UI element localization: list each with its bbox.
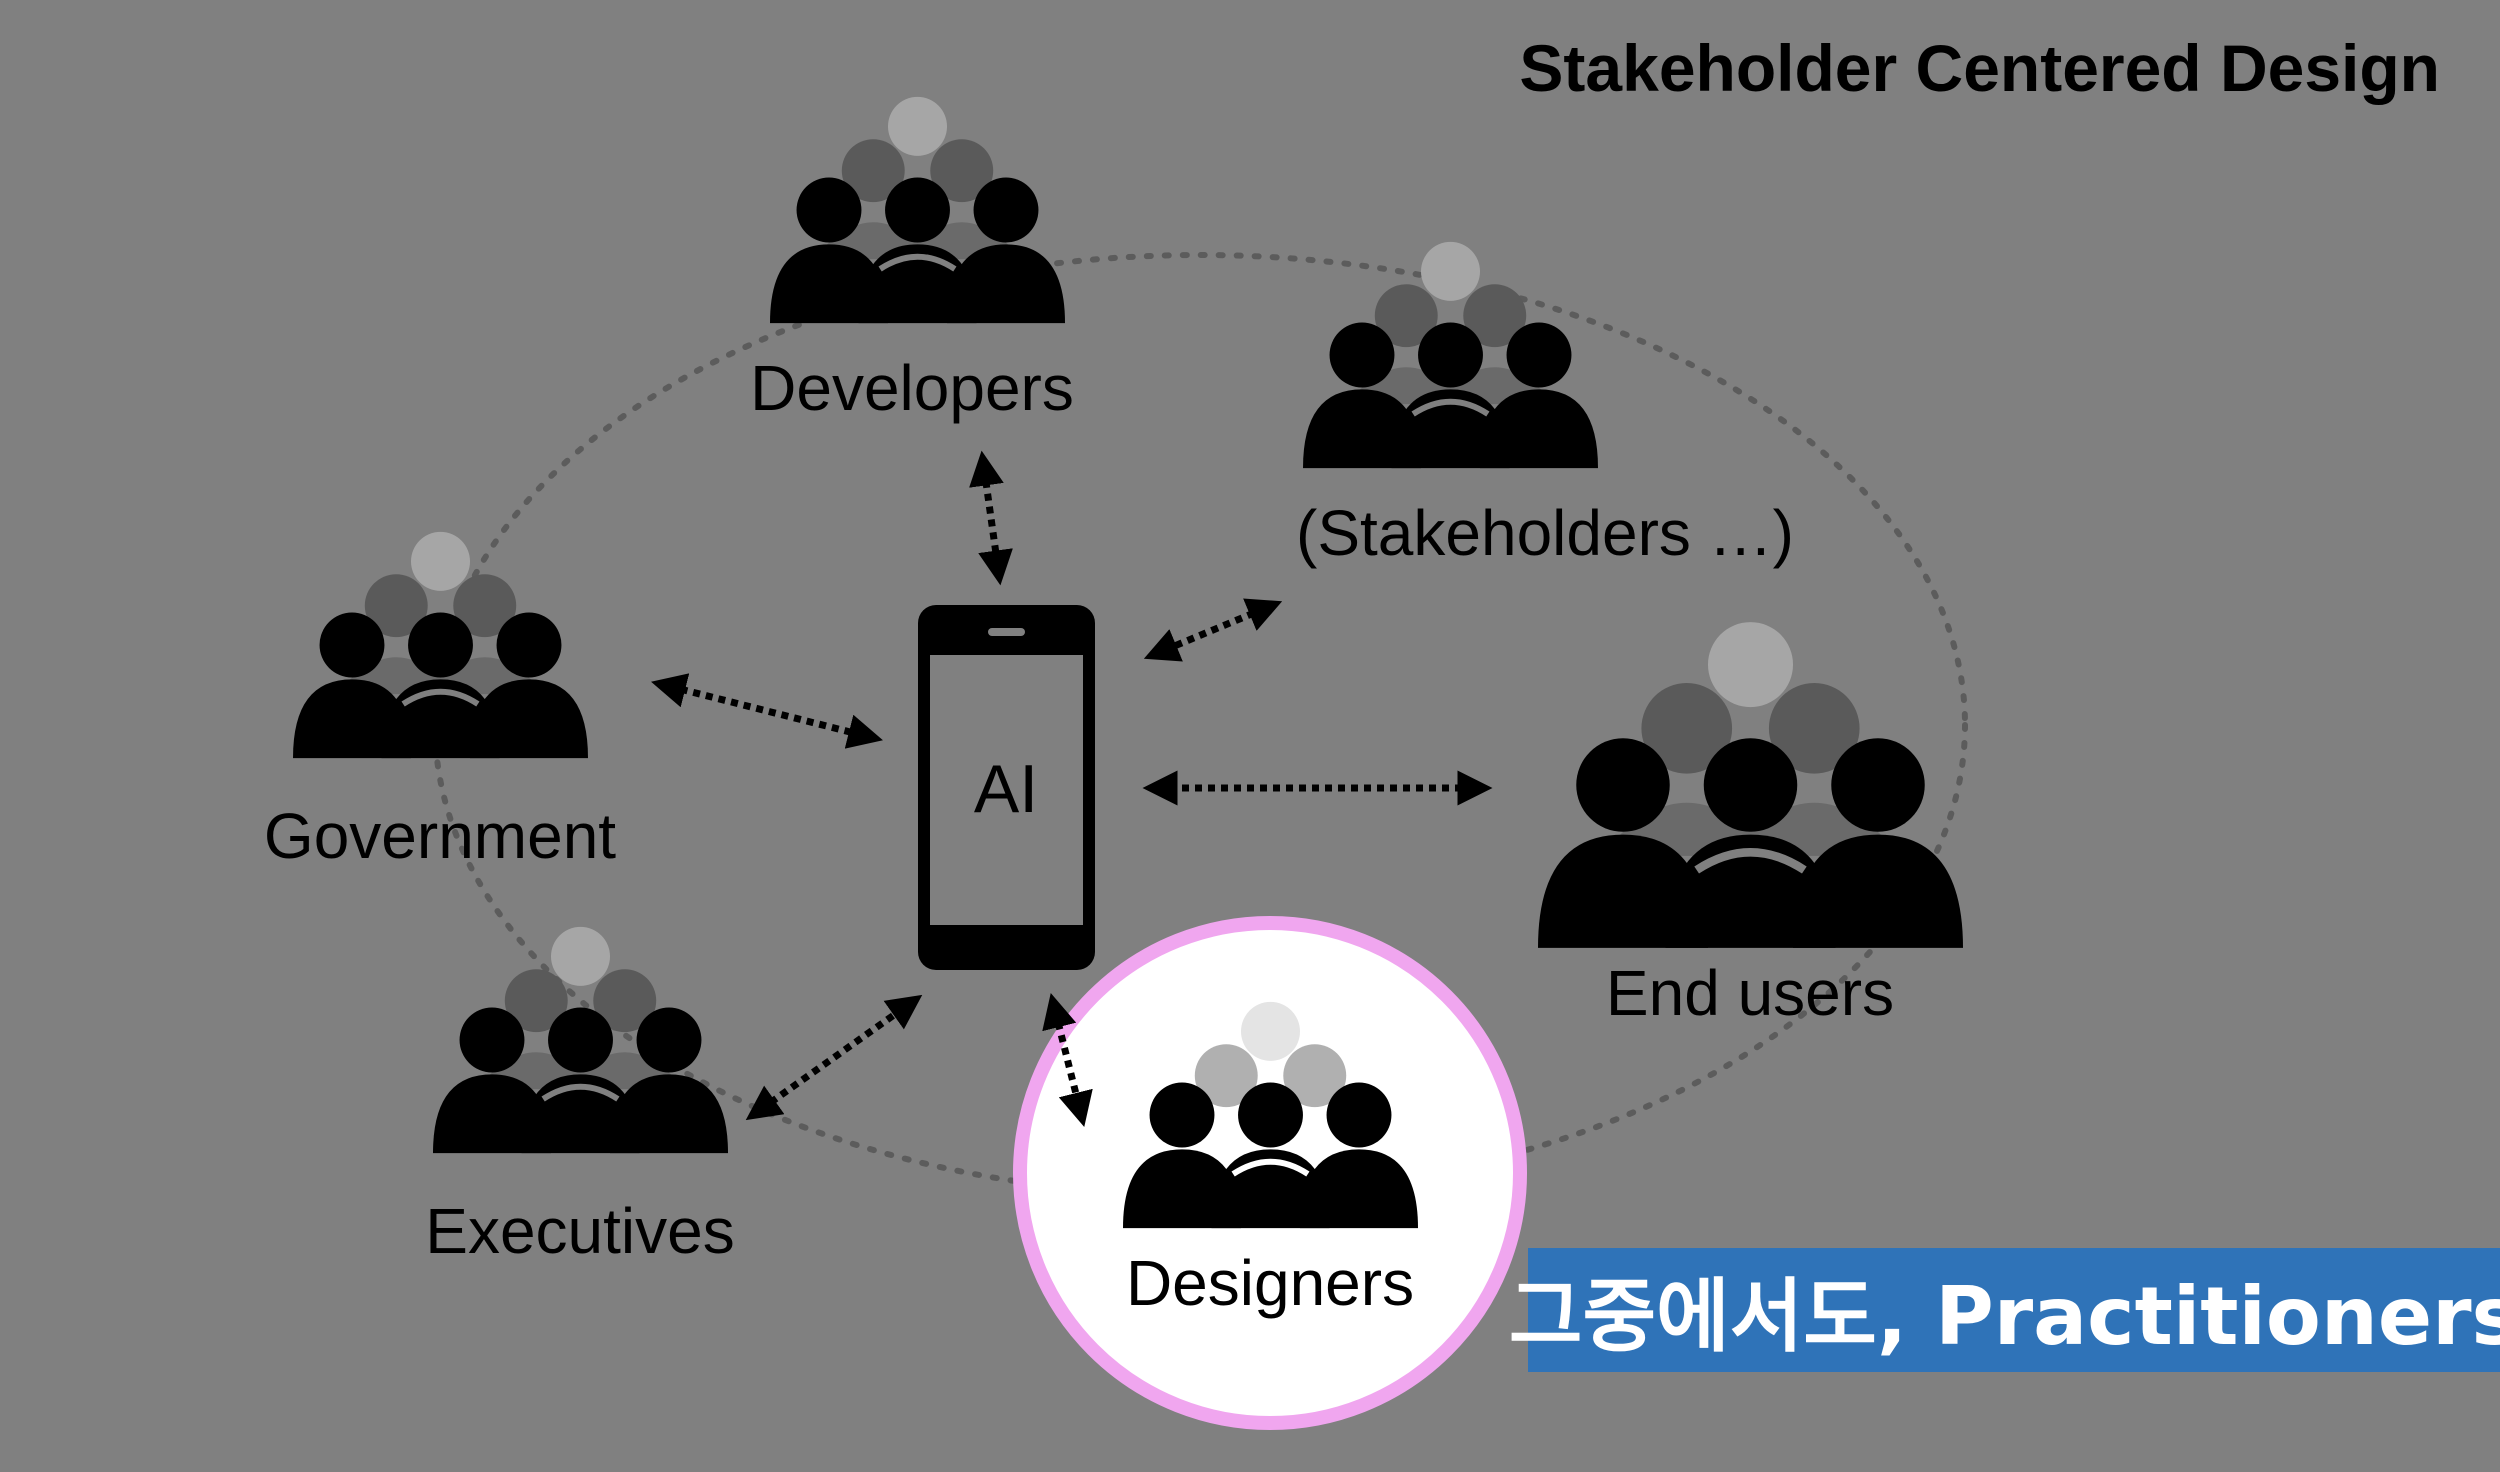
designers-highlight: Designers — [1013, 916, 1527, 1430]
government-people-icon — [293, 532, 588, 758]
developers-people-icon — [770, 97, 1065, 323]
end-users-label: End users — [1606, 957, 1894, 1029]
executives-group: Executives — [425, 927, 735, 1267]
arrow-executives-ai — [745, 994, 923, 1121]
arrow-government-ai — [651, 673, 883, 749]
stakeholders-people-icon — [1303, 242, 1598, 468]
arrow-stakeholders-ai — [1143, 598, 1283, 662]
developers-label: Developers — [750, 352, 1074, 424]
ai-label: AI — [974, 751, 1038, 827]
phone-speaker — [988, 628, 1025, 636]
stakeholders-label: (Stakeholders …) — [1296, 497, 1794, 569]
ai-device: AI — [918, 605, 1095, 970]
arrow-developers-ai — [969, 450, 1013, 586]
developers-group: Developers — [750, 97, 1074, 424]
end-users-people-icon — [1538, 622, 1963, 948]
arrow-designers-ai — [1042, 993, 1093, 1127]
phone-screen — [930, 655, 1083, 925]
designers-label: Designers — [1126, 1247, 1414, 1319]
diagram-title: Stakeholder Centered Design — [1519, 31, 2440, 105]
government-label: Government — [264, 800, 616, 872]
end-users-group: End users — [1538, 622, 1963, 1029]
executives-people-icon — [433, 927, 728, 1153]
government-group: Government — [264, 532, 616, 872]
practitioners-banner: 그중에서도, Practitioners — [1509, 1248, 2500, 1372]
stakeholders-group: (Stakeholders …) — [1296, 242, 1794, 569]
executives-label: Executives — [425, 1195, 734, 1267]
